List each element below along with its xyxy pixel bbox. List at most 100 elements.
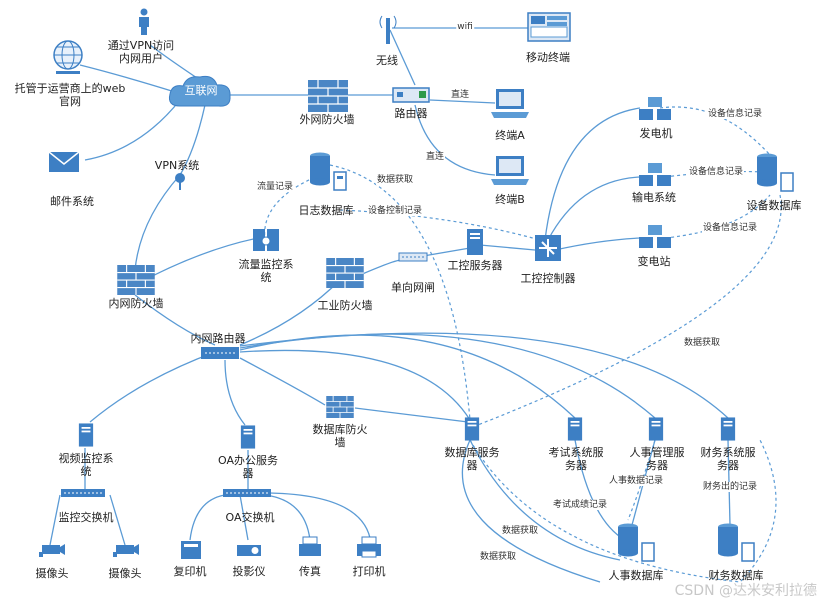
router-db-line [239,349,471,421]
server-icon [648,417,664,441]
db-server-label: 数据库服务器 [444,446,500,472]
internet-label: 互联网 [184,84,218,97]
device-control-record-label: 设备控制记录 [366,206,424,217]
person-icon [139,8,149,35]
exam-server-label: 考试系统服务器 [548,446,604,472]
printer-icon [357,536,381,558]
router-finance-line [239,332,729,419]
devdb-dbserver-dashed [469,194,782,429]
internet-mail-line [84,99,181,161]
copier-icon [181,541,201,559]
globe-icon [53,40,83,74]
data-get-label-3: 数据获取 [500,526,540,537]
intranet-firewall-label: 内网防火墙 [108,297,164,310]
router-icon [392,87,430,103]
router-oa-line [224,359,246,426]
log-dbserver-dashed [329,164,471,421]
controller-icon [535,235,561,261]
server-icon [567,417,583,441]
internet-intranet-fw-line [134,104,206,271]
server-icon [720,417,736,441]
finance-server-label: 财务系统服务器 [700,446,756,472]
vpn-icon [175,173,185,190]
firewall-icon [308,80,348,112]
log-db-label: 日志数据库 [298,204,354,217]
server-controller-line [479,244,536,251]
server-icon [467,229,483,255]
internet-web-line [79,64,176,93]
fax-icon [299,536,321,556]
controller-generator-line [544,107,641,241]
terminal-b-label: 终端B [495,193,525,206]
transmission-icon [639,163,671,186]
flow-monitor-label: 流量监控系统 [238,258,294,284]
mail-label: 邮件系统 [50,195,94,208]
printer-label: 打印机 [352,565,386,578]
controller-substation-line [554,237,641,251]
router-video-line [89,351,216,423]
external-firewall-label: 外网防火墙 [299,113,355,126]
firewall-icon [326,258,364,288]
switch-icon [223,489,271,497]
projector-label: 投影仪 [232,565,266,578]
watermark: CSDN @达米安利拉德 [674,583,817,599]
log-controller-dashed [339,209,541,241]
dbserver-hrdb-curve [461,439,601,583]
gateway-label: 单向网闸 [391,281,435,294]
switch-icon [61,489,105,497]
camera-2-label: 摄像头 [108,567,142,580]
exam-record-label: 考试成绩记录 [551,500,609,511]
data-get-label-1: 数据获取 [375,175,415,186]
router-label: 路由器 [394,107,428,120]
controller-transmission-line [547,176,641,241]
flow-record-label: 流量记录 [255,182,295,193]
ics-server-label: 工控服务器 [447,259,503,272]
laptop-icon [491,156,529,185]
envelope-icon [48,151,80,172]
intranet-router-label: 内网路由器 [190,332,246,345]
database-icon [310,152,347,191]
device-info-label-1: 设备信息记录 [706,109,764,120]
copier-label: 复印机 [173,565,207,578]
generator-devdb-dashed [659,106,771,156]
data-get-label-2: 数据获取 [682,338,722,349]
oa-switch-label: OA交换机 [225,511,275,524]
web-label: 托管于运营商上的web官网 [14,82,126,108]
projector-icon [237,545,261,556]
fax-label: 传真 [299,565,321,578]
intra-fw-router-line [134,294,216,346]
hr-data-record-label: 人事数据记录 [607,476,665,487]
monitor-switch-label: 监控交换机 [58,511,114,524]
finance-db-label: 财务数据库 [708,569,764,582]
vpn-system-label: VPN系统 [154,159,200,172]
camera-1-label: 摄像头 [35,567,69,580]
gateway-icon [398,252,428,262]
substation-label: 变电站 [637,255,671,268]
wireless-label: 无线 [376,54,398,67]
device-info-label-3: 设备信息记录 [701,223,759,234]
transmission-devdb-dashed [664,170,766,178]
switch-cameras-line [49,494,126,546]
switch-icon [201,347,239,359]
substation-icon [639,225,671,248]
camera-icon [113,544,139,557]
industrial-firewall-label: 工业防火墙 [317,299,373,312]
router-dbfw-line [239,357,326,406]
db-firewall-label: 数据库防火墙 [312,423,368,449]
dbserver-findb-dashed [469,439,777,583]
hr-server-label: 人事管理服务器 [629,446,685,472]
dbserver-curve-2 [469,439,621,561]
server-icon [464,417,480,441]
database-icon [757,153,794,192]
direct-b-label: 直连 [424,152,446,163]
oa-server-label: OA办公服务器 [218,454,278,480]
server-icon [78,423,94,447]
direct-a-label: 直连 [449,90,471,101]
firewall-icon [326,396,354,418]
device-db-label: 设备数据库 [746,199,802,212]
firewall-icon [117,265,155,295]
device-info-label-2: 设备信息记录 [687,167,745,178]
router-ind-fw-line [239,279,341,346]
cloud-icon [169,75,231,107]
